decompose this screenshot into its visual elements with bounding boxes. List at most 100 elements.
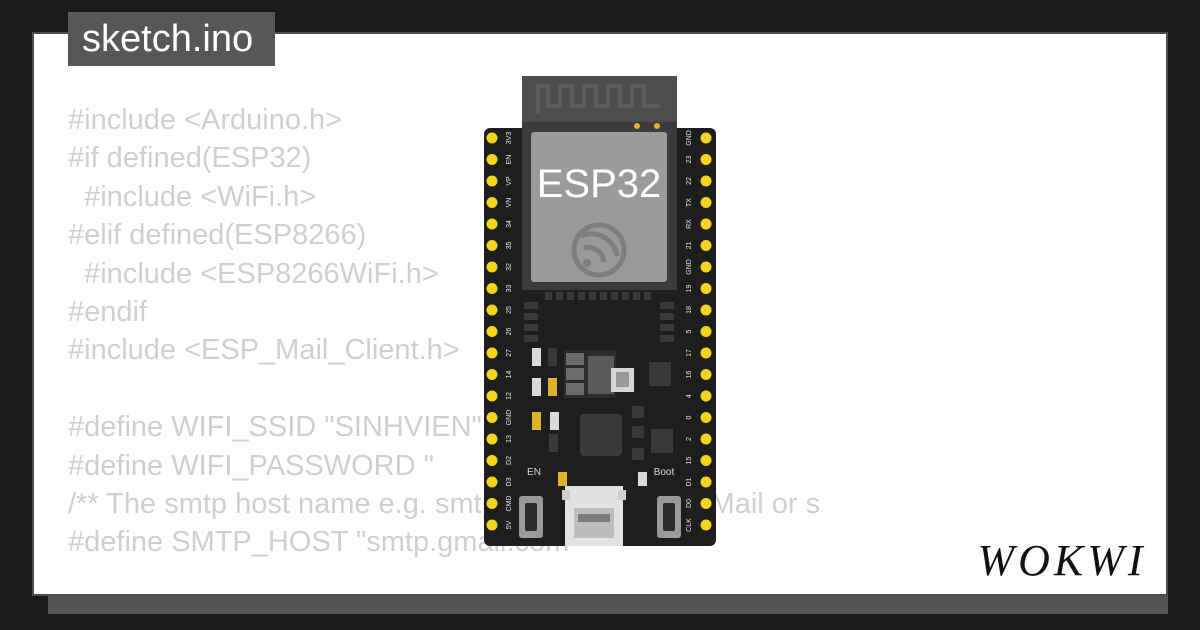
header-pin[interactable] [486,455,498,466]
module-dot [654,123,660,129]
smd-components [532,348,647,486]
smd-part [558,472,567,486]
pin-label: GND [506,410,513,426]
header-pin[interactable] [700,498,712,509]
header-pin[interactable] [700,304,712,316]
module-pad [578,292,585,300]
pin-label: GND [686,259,693,275]
header-pin[interactable] [700,519,712,531]
espressif-icon [571,222,627,278]
header-pin[interactable] [700,175,712,187]
header-pin[interactable] [486,304,498,316]
pin-label: D2 [506,456,513,465]
header-pin[interactable] [486,240,498,251]
header-pin[interactable] [700,197,712,208]
header-pin[interactable] [700,154,712,165]
header-pin[interactable] [486,433,498,445]
header-pin[interactable] [486,261,498,273]
code-line: #define WIFI_SSID "SINHVIEN" [68,411,482,444]
header-pin[interactable] [486,369,498,380]
pin-label: 34 [506,220,513,228]
header-pin[interactable] [486,154,498,165]
pin-label: 2 [686,437,693,441]
header-pin[interactable] [700,218,712,230]
boot-button-label: Boot [654,467,675,478]
pin-label: 4 [686,394,693,398]
pin-label: 15 [686,457,693,465]
header-pin[interactable] [700,369,712,380]
module-pad [524,335,538,342]
code-line: #define WIFI_PASSWORD " [68,449,434,482]
en-button-cap[interactable] [525,503,537,531]
pin-label: 16 [686,371,693,379]
antenna-trace [536,84,660,113]
module-pad [524,313,538,320]
espressif-icon-dot [583,259,591,267]
pin-label: 35 [506,242,513,250]
file-tab[interactable]: sketch.ino [68,12,276,66]
wokwi-logo: WOKWI [977,536,1142,583]
code-line: #define SMTP_HOST "smtp.gmail.com" [68,526,580,559]
pin-label: 17 [686,349,693,357]
voltage-regulator [564,350,616,398]
smd-part [532,378,541,396]
module-pad [660,302,674,309]
pin-label: 26 [506,328,513,336]
header-pin[interactable] [486,197,498,208]
header-pin[interactable] [700,455,712,466]
header-pin[interactable] [700,261,712,273]
header-pin[interactable] [700,283,712,294]
header-pin[interactable] [700,390,712,402]
connector-jst [611,368,634,392]
header-pin[interactable] [486,283,498,294]
smd-part [549,434,558,452]
code-line: #include <ESP_Mail_Client.h> [68,334,460,367]
smd-part [632,426,644,438]
pin-label: D3 [506,477,513,486]
smd-part [548,378,557,396]
header-pin[interactable] [486,476,498,488]
header-pin[interactable] [700,132,712,144]
header-pin[interactable] [486,326,498,337]
pin-label: 23 [686,156,693,164]
pin-label: 32 [506,263,513,271]
header-pin[interactable] [700,412,712,423]
header-pin[interactable] [700,326,712,337]
module-dot [634,123,640,129]
code-line: #include <Arduino.h> [68,104,343,136]
module-pad [524,324,538,331]
header-pin[interactable] [486,390,498,402]
header-pin[interactable] [700,240,712,251]
pin-label: 22 [686,177,693,185]
header-pin[interactable] [700,347,712,359]
pin-label: RX [686,219,693,229]
pin-label: 12 [506,392,513,400]
code-editor[interactable]: #include <Arduino.h>#if defined(ESP32) #… [68,101,820,562]
pin-label: D1 [686,477,693,486]
header-pin[interactable] [486,498,498,509]
pin-label: CLK [686,518,693,532]
smd-part [638,472,647,486]
header-pin[interactable] [700,476,712,488]
header-pin[interactable] [486,347,498,359]
en-button-label: EN [527,467,541,478]
pin-label: 19 [686,285,693,293]
header-pin[interactable] [486,519,498,531]
pin-label: CMD [506,496,513,512]
header-pin[interactable] [486,218,498,230]
header-pin[interactable] [700,433,712,445]
micro-usb-port[interactable] [562,486,626,546]
boot-button-cap[interactable] [663,503,675,531]
pin-label: VN [506,198,513,208]
transistor [649,362,671,386]
header-pin[interactable] [486,175,498,187]
pin-label: 14 [506,371,513,379]
transistor [651,429,673,453]
code-line: #elif defined(ESP8266) [68,219,367,252]
pin-label: VP [506,176,513,186]
header-pin[interactable] [486,132,498,144]
header-pin[interactable] [486,412,498,423]
pin-label: 27 [506,349,513,357]
usb-serial-chip [580,414,622,456]
